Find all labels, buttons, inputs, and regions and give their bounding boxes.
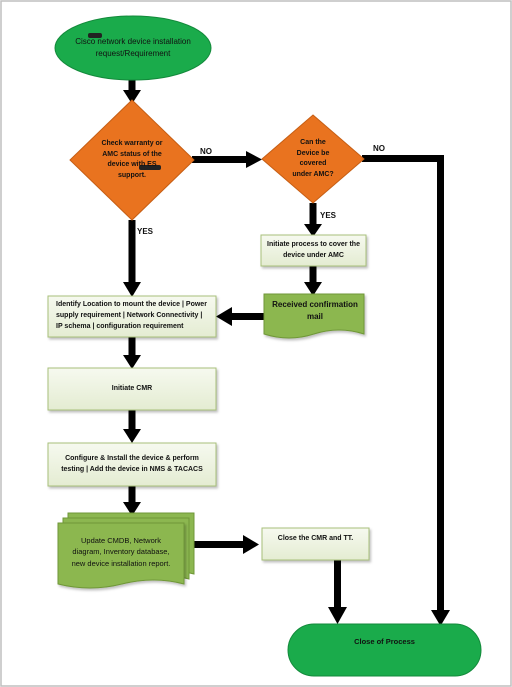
check-warranty-label: Check warranty or AMC status of the devi… [101, 140, 163, 179]
arrow-cover-no-horizontal [362, 155, 444, 162]
arrow-initiate-to-mail [309, 266, 317, 286]
close-process-label: Close of Process [354, 636, 415, 646]
arrow-start-to-check [128, 80, 136, 92]
redaction-mark [88, 33, 102, 38]
arrow-check-to-cover [192, 156, 250, 163]
arrow-check-to-identify [128, 220, 136, 286]
arrowhead-check-to-cover [246, 151, 262, 168]
multidocument-update-cmdb [57, 512, 195, 589]
decision-can-cover [261, 114, 365, 204]
arrow-mail-to-identify [228, 313, 264, 320]
process-close-cmr [261, 527, 370, 561]
arrow-cover-to-initiate [309, 203, 317, 228]
arrowhead-start-to-check [123, 90, 141, 104]
arrowhead-configure-to-cmdb [123, 502, 141, 516]
arrowhead-to-close-process-right [431, 610, 450, 626]
received-mail-label: Received confirmation mail [272, 300, 358, 321]
connectors [123, 80, 450, 626]
arrow-configure-to-cmdb [128, 486, 136, 506]
arrowhead-check-to-identify [123, 282, 141, 297]
process-configure-install [47, 442, 217, 487]
process-identify-location [47, 295, 217, 338]
can-cover-label: Can the Device be covered under AMC? [292, 139, 334, 178]
arrow-identify-to-cmr [128, 337, 136, 358]
arrowhead-cover-to-initiate [304, 224, 322, 237]
arrow-cover-no-vertical [437, 155, 444, 613]
arrow-close-cmr-to-close-process [334, 560, 341, 610]
identify-location-label: Identify Location to mount the device | … [56, 301, 207, 330]
arrow-cmdb-to-close-cmr [194, 541, 246, 548]
edge-label-yes-cover: YES [320, 211, 337, 220]
edge-label-no-cover: NO [373, 144, 385, 153]
update-cmdb-label: Update CMDB, Network diagram, Inventory … [71, 536, 171, 568]
initiate-cover-label: Initiate process to cover the device und… [267, 241, 360, 259]
redaction-mark [139, 165, 161, 170]
arrowhead-close-cmr-to-close-process [328, 607, 347, 624]
arrowhead-initiate-to-mail [304, 282, 322, 296]
configure-install-label: Configure & Install the device & perform… [61, 454, 203, 473]
document-received-mail [263, 293, 365, 339]
end-terminator [287, 623, 482, 677]
arrowhead-cmdb-to-close-cmr [243, 535, 259, 554]
initiate-cmr-label: Initiate CMR [111, 384, 153, 392]
edge-label-yes-check: YES [137, 227, 154, 236]
arrow-cmr-to-configure [128, 410, 136, 432]
process-initiate-cmr [47, 367, 217, 411]
arrowhead-mail-to-identify [216, 307, 232, 326]
process-initiate-cover [260, 234, 367, 267]
arrowhead-identify-to-cmr [123, 355, 141, 369]
edge-label-no-check: NO [200, 147, 212, 156]
decision-check-warranty [69, 99, 195, 221]
start-terminator [54, 15, 212, 81]
start-label: Cisco network device installation reques… [75, 37, 191, 58]
arrowhead-cmr-to-configure [123, 429, 141, 443]
close-cmr-label: Close the CMR and TT. [277, 534, 354, 542]
